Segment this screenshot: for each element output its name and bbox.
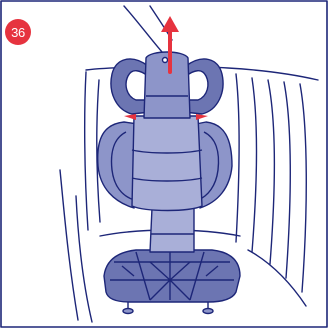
backrest-stem [150, 208, 194, 252]
backrest [132, 116, 202, 211]
headrest [111, 52, 223, 118]
booster-base [104, 250, 240, 314]
step-number-badge: 36 [5, 19, 31, 45]
step-number-label: 36 [11, 26, 25, 39]
